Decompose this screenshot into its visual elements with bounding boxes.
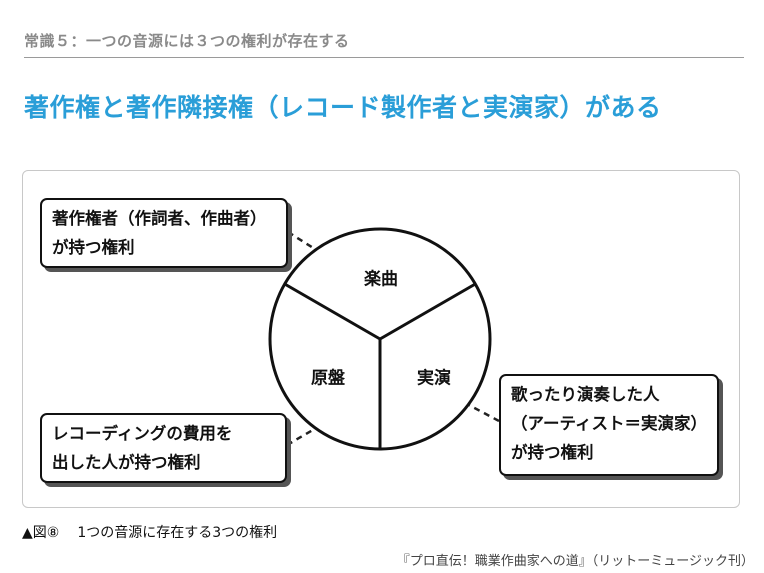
callout-composition: 著作権者（作詞者、作曲者） が持つ権利: [40, 198, 288, 268]
callout-performance-line1: 歌ったり演奏した人: [511, 385, 660, 404]
pie-divider-left: [283, 282, 381, 341]
callout-composition-line2: が持つ権利: [52, 238, 135, 257]
pie-divider-right: [379, 282, 477, 341]
figure-caption-marker: ▲図⑧: [22, 525, 60, 541]
source-credit: 『プロ直伝！職業作曲家への道』（リットーミュージック刊）: [396, 554, 754, 569]
segment-label-performance: 実演: [417, 368, 451, 389]
section-kicker: 常識５：一つの音源には３つの権利が存在する: [24, 32, 350, 50]
figure-caption-text: 1つの音源に存在する3つの権利: [77, 525, 278, 541]
header-divider: [24, 57, 744, 58]
callout-performance-line3: が持つ権利: [511, 443, 594, 462]
callout-master: レコーディングの費用を 出した人が持つ権利: [40, 413, 287, 483]
figure-caption: ▲図⑧ 1つの音源に存在する3つの権利: [22, 522, 277, 542]
callout-performance: 歌ったり演奏した人 （アーティスト＝実演家） が持つ権利: [499, 374, 719, 476]
connector-performance: [466, 402, 500, 423]
callout-composition-line1: 著作権者（作詞者、作曲者）: [52, 209, 267, 228]
callout-performance-line2: （アーティスト＝実演家）: [511, 414, 708, 433]
connector-composition: [287, 230, 319, 253]
page-title: 著作権と著作隣接権（レコード製作者と実演家）がある: [24, 93, 662, 122]
segment-label-composition: 楽曲: [364, 269, 398, 290]
callout-master-line2: 出した人が持つ権利: [52, 453, 201, 472]
connector-master: [286, 425, 319, 447]
segment-label-master: 原盤: [311, 368, 345, 389]
callout-master-line1: レコーディングの費用を: [52, 424, 233, 443]
